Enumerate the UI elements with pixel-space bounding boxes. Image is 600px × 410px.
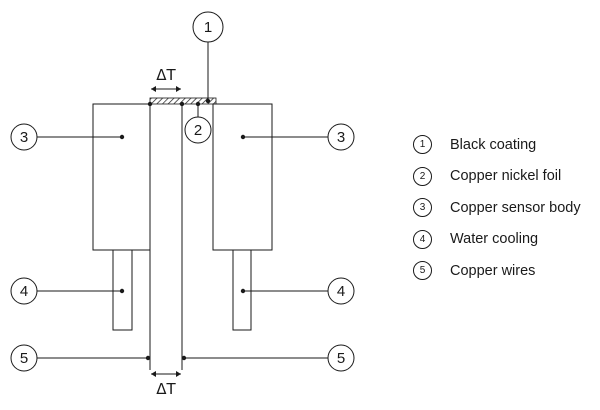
legend-number-badge: 2 [413,166,432,186]
svg-text:3: 3 [337,129,345,146]
svg-text:4: 4 [337,283,345,300]
dot-right-wire [181,355,187,361]
svg-text:5: 5 [337,350,345,367]
legend-number-badge: 4 [413,229,432,249]
delta-t-top-arrowhead-left [151,86,156,92]
legend-item: 1 Black coating [413,129,581,161]
legend-item: 4 Water cooling [413,224,581,256]
callout-4-left: 4 [10,277,38,305]
left-sensor-body [92,103,151,251]
dot-coating-left [147,101,153,107]
delta-t-bottom-arrowhead-right [176,371,181,377]
legend-item: 3 Copper sensor body [413,192,581,224]
dot-right-body [240,134,246,140]
dot-left-wire [145,355,151,361]
callout-1: 1 [192,11,224,43]
legend: 1 Black coating 2 Copper nickel foil 3 C… [413,129,581,287]
delta-t-bottom-arrowhead-left [151,371,156,377]
callout-3-right: 3 [327,123,355,151]
legend-item: 5 Copper wires [413,255,581,287]
callout-5-right: 5 [327,344,355,372]
delta-t-bottom-label: ΔT [156,380,176,398]
callout-3-left: 3 [10,123,38,151]
legend-label: Copper wires [450,262,536,279]
callout-2: 2 [184,116,212,144]
legend-label: Copper sensor body [450,199,581,216]
svg-text:2: 2 [194,122,202,139]
legend-number-badge: 3 [413,198,432,218]
svg-text:3: 3 [20,129,28,146]
dot-left-body [119,134,125,140]
legend-label: Copper nickel foil [450,168,562,185]
legend-item: 2 Copper nickel foil [413,161,581,193]
legend-number-badge: 5 [413,261,432,281]
dot-foil [195,101,201,107]
dot-left-cooling [119,288,125,294]
callout-5-left: 5 [10,344,38,372]
svg-text:5: 5 [20,350,28,367]
dot-coating-mid [179,101,185,107]
legend-number-badge: 1 [413,135,432,155]
dot-coating-top [205,98,211,104]
dot-right-cooling [240,288,246,294]
right-sensor-body [212,103,273,251]
svg-text:1: 1 [204,19,212,36]
delta-t-top-label: ΔT [156,66,176,84]
delta-t-top-arrowhead-right [176,86,181,92]
callout-4-right: 4 [327,277,355,305]
svg-text:4: 4 [20,283,28,300]
legend-label: Water cooling [450,231,539,248]
legend-label: Black coating [450,136,537,153]
